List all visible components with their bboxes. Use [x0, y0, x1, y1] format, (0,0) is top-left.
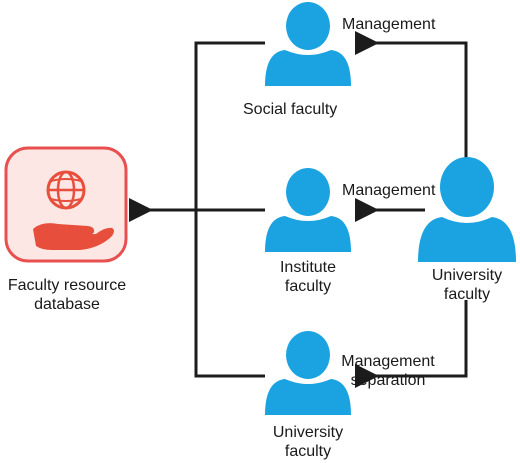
- social-faculty-icon: [265, 2, 351, 86]
- institute-faculty-label-line1: Institute: [279, 259, 337, 276]
- edge-bottom-label: Management separation: [332, 352, 444, 390]
- right-connector: [355, 31, 468, 165]
- institute-faculty-label: Institute faculty: [254, 258, 362, 296]
- database-icon: [4, 146, 128, 263]
- database-label: Faculty resource database: [0, 276, 134, 314]
- database-label-line1: Faculty resource: [7, 277, 127, 294]
- university-faculty-bottom-label: University faculty: [254, 423, 362, 461]
- university-faculty-bottom-icon: [265, 331, 351, 415]
- institute-faculty-label-line2: faculty: [284, 278, 332, 295]
- university-faculty-bottom-label-line2: faculty: [284, 443, 332, 460]
- university-faculty-right-label-line2: faculty: [443, 286, 491, 303]
- right-connector-bottom: [355, 300, 468, 388]
- hand-icon: [33, 223, 114, 250]
- globe-icon: [46, 170, 86, 210]
- university-faculty-bottom-label-line1: University: [272, 424, 344, 441]
- university-faculty-right-label: University faculty: [414, 266, 520, 304]
- university-faculty-right-icon: [418, 157, 516, 262]
- edge-bottom-label-line2: separation: [350, 372, 426, 389]
- edge-middle-label: Management: [342, 182, 436, 199]
- institute-faculty-icon: [265, 168, 351, 252]
- database-label-line2: database: [34, 296, 100, 313]
- edge-bottom-label-line1: Management: [341, 353, 435, 370]
- university-faculty-right-label-line1: University: [431, 267, 503, 284]
- social-faculty-label: Social faculty: [243, 101, 338, 118]
- edge-top-label: Management: [342, 16, 436, 33]
